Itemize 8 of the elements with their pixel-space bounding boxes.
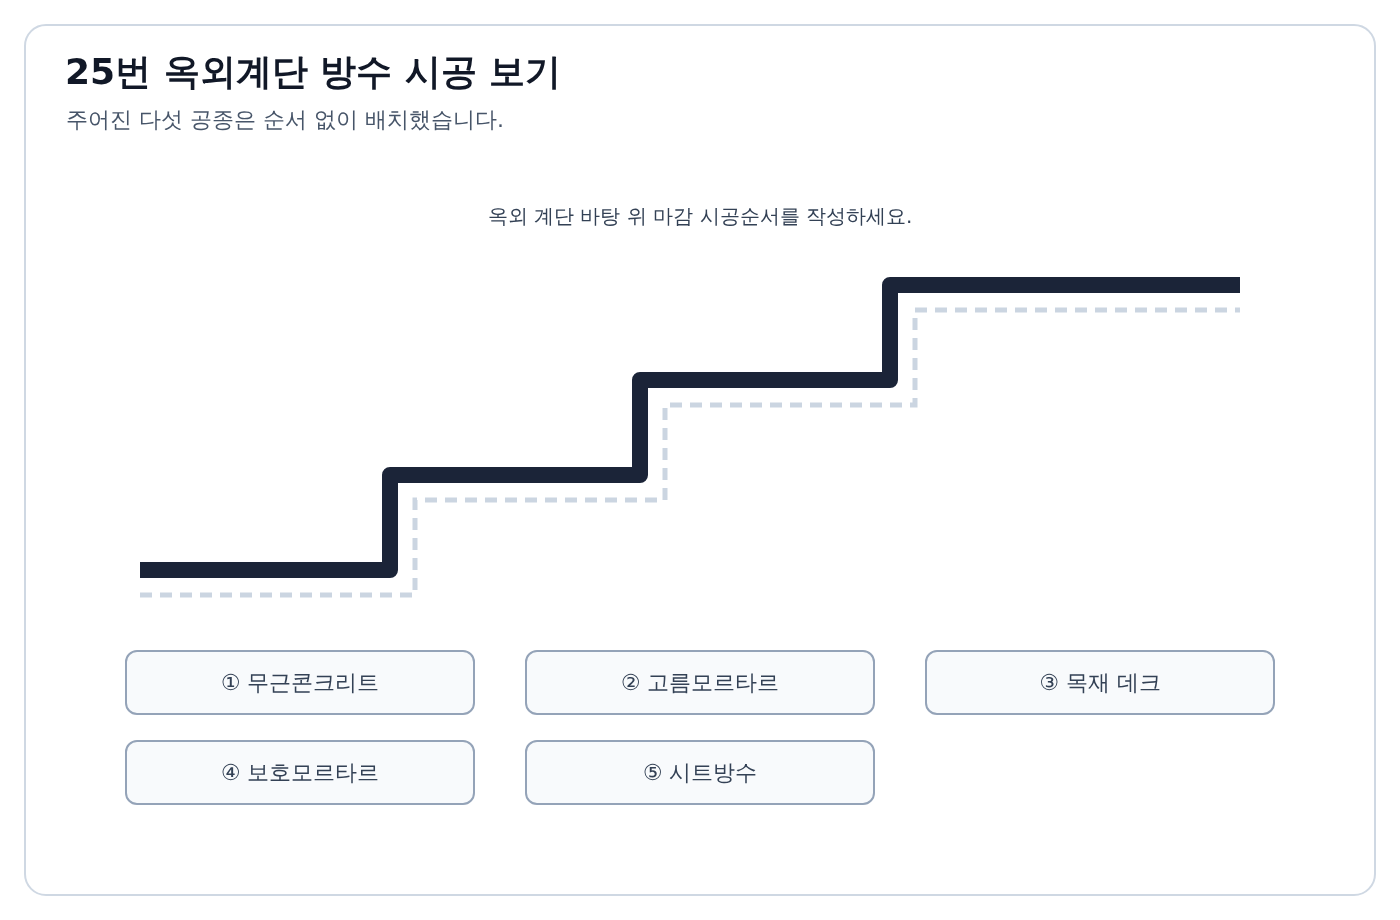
option-box: ② 고름모르타르 xyxy=(525,650,875,715)
option-box: ⑤ 시트방수 xyxy=(525,740,875,805)
instruction-text: 옥외 계단 바탕 위 마감 시공순서를 작성하세요. xyxy=(486,203,914,230)
option-box: ① 무근콘크리트 xyxy=(125,650,475,715)
title: 25번 옥외계단 방수 시공 보기 xyxy=(65,50,562,94)
subtitle: 주어진 다섯 공종은 순서 없이 배치했습니다. xyxy=(66,106,504,134)
option-box: ③ 목재 데크 xyxy=(925,650,1275,715)
option-box: ④ 보호모르타르 xyxy=(125,740,475,805)
